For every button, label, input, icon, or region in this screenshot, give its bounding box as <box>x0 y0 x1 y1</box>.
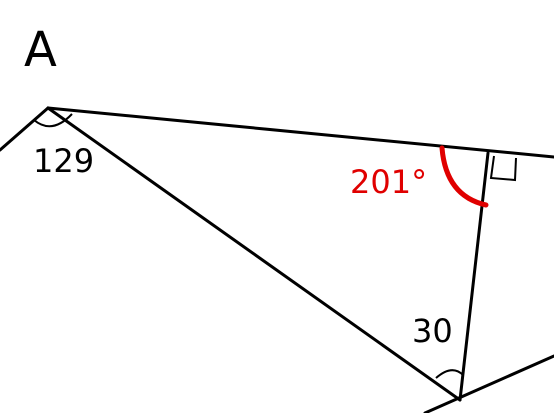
line-top <box>46 106 554 159</box>
line-diagonal <box>46 106 462 402</box>
angle-label-30: 30 <box>412 312 453 350</box>
line-left-stub <box>0 106 50 152</box>
angle-arc-a <box>33 113 73 128</box>
line-bottom-right <box>423 354 554 413</box>
vertex-label-a: A <box>24 22 57 78</box>
line-vertical <box>458 151 490 402</box>
reflex-angle-arc <box>439 145 489 208</box>
angle-label-129: 129 <box>33 142 94 180</box>
angle-arc-bottom <box>435 369 464 379</box>
angle-label-201: 201° <box>350 163 427 201</box>
right-angle-marker <box>489 155 517 182</box>
